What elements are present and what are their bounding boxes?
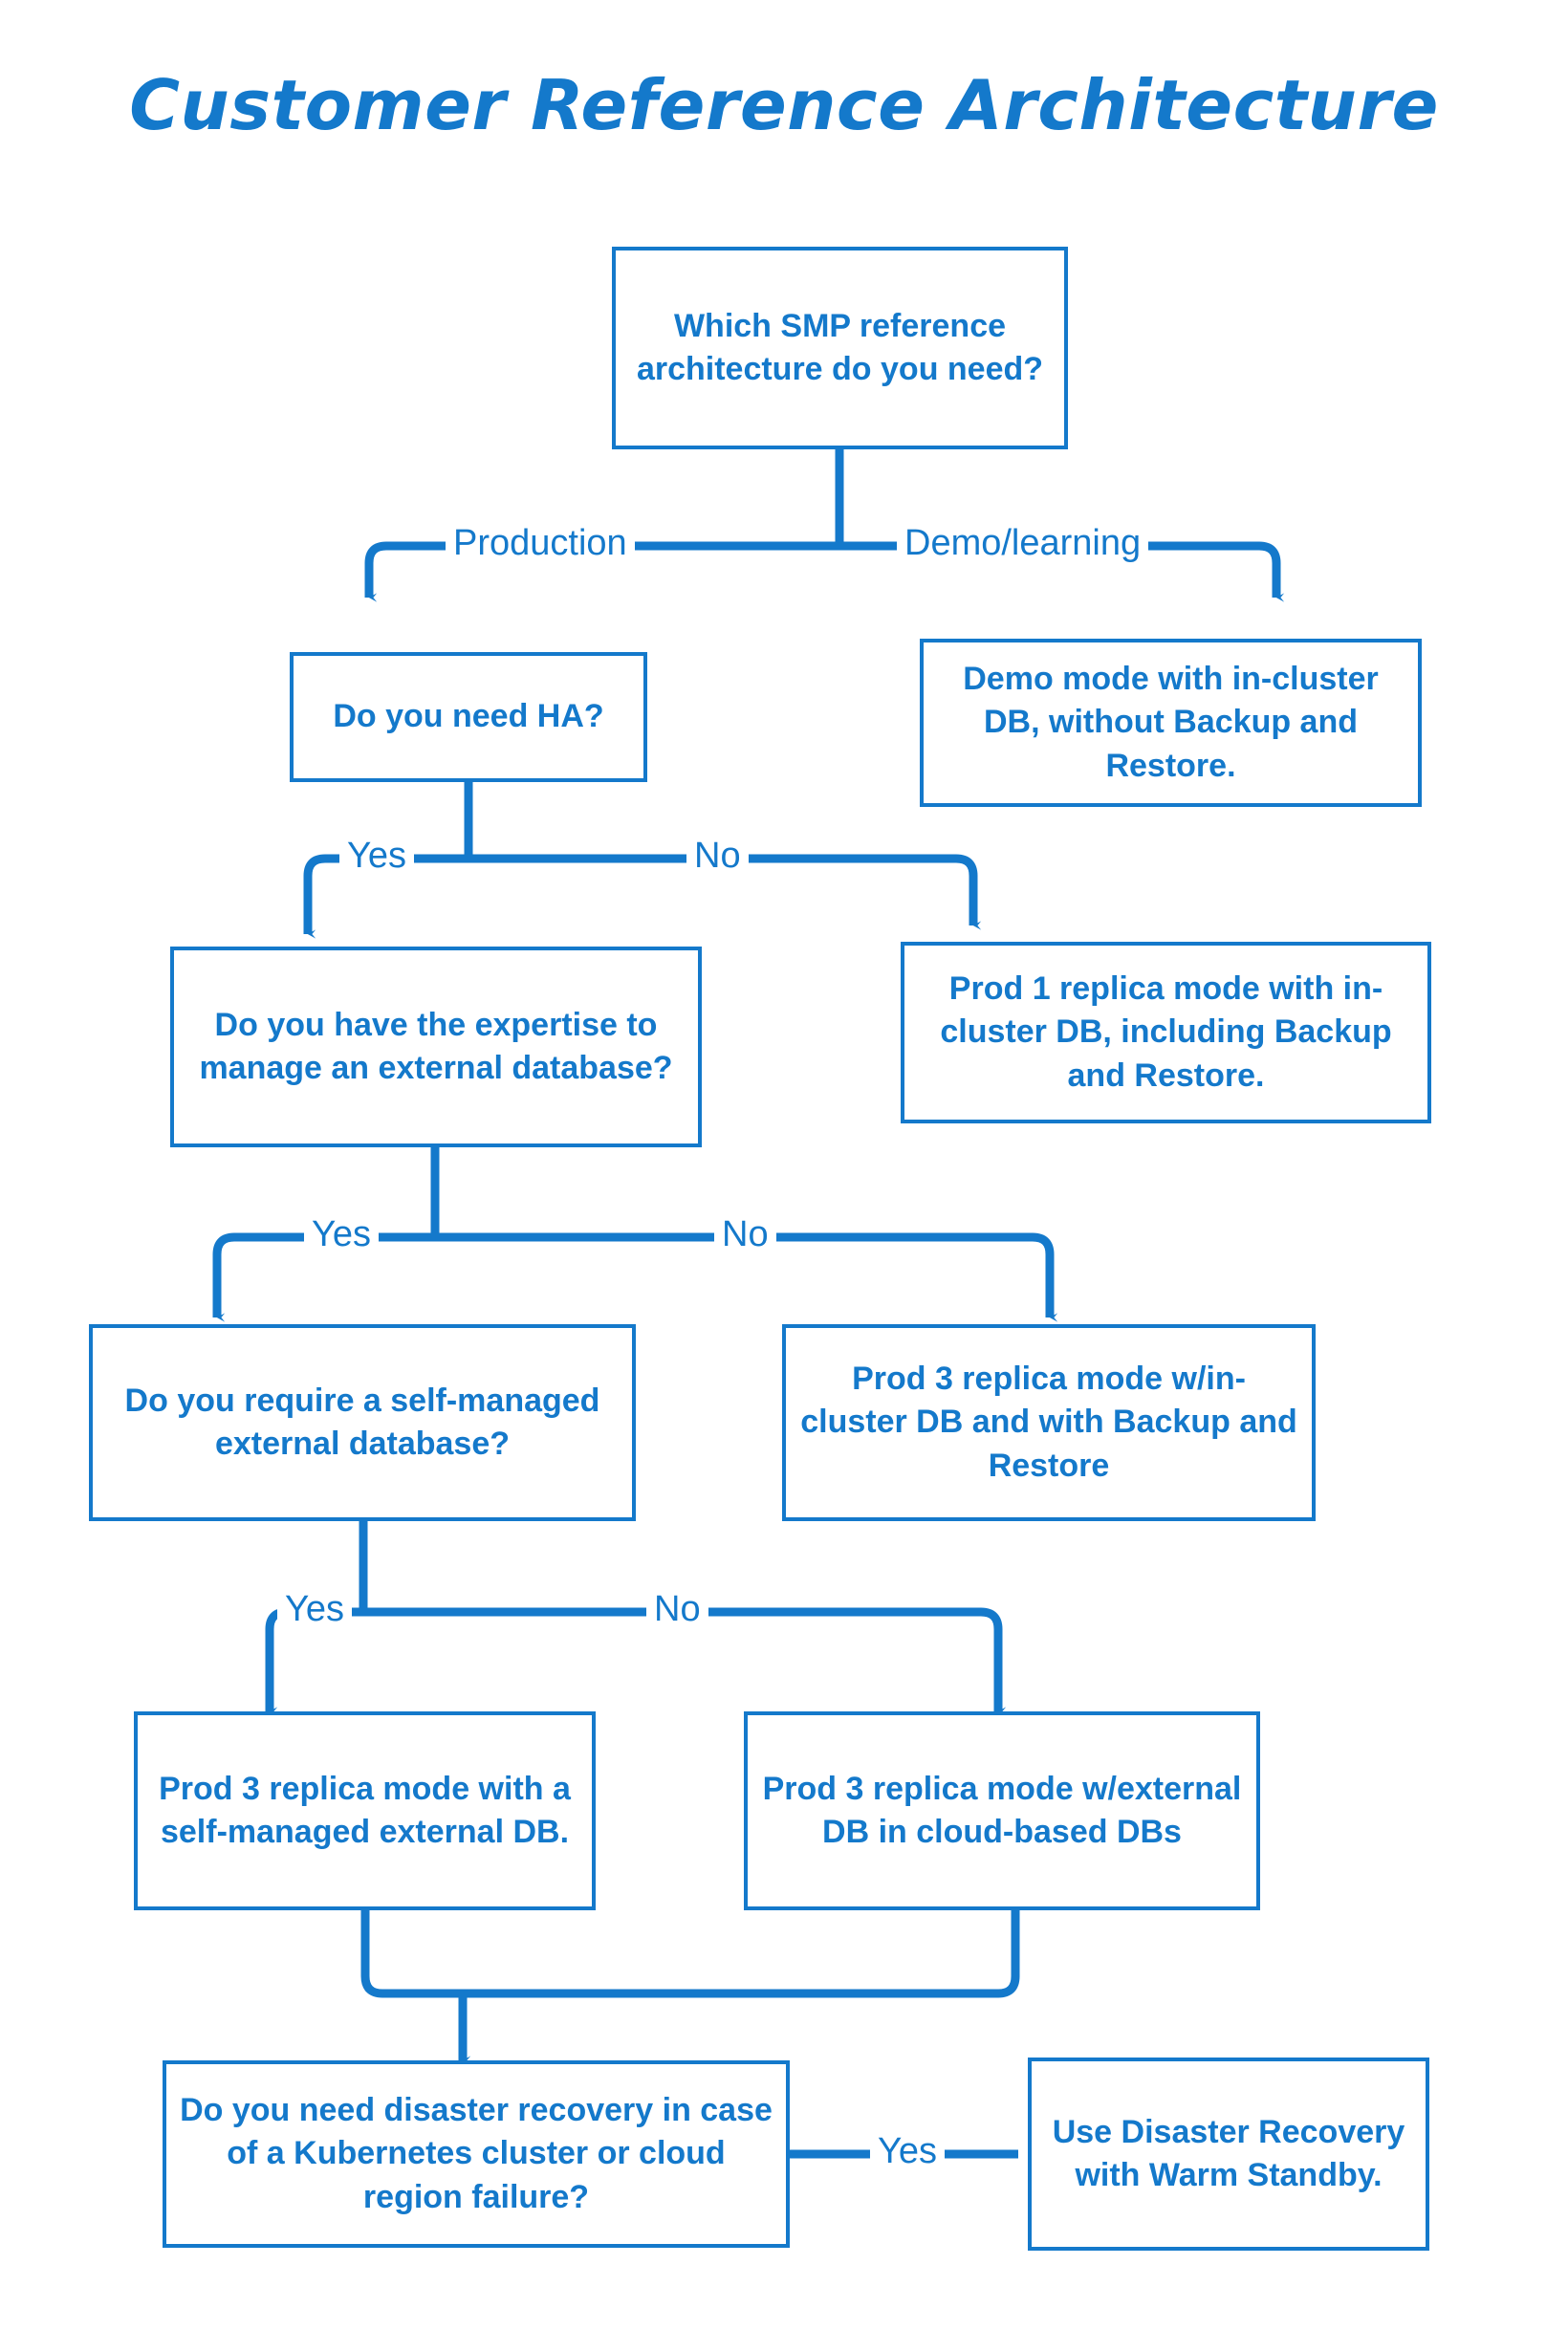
node-prod3-cloud-result-label: Prod 3 replica mode w/external DB in clo… — [762, 1770, 1242, 1850]
node-prod3-cloud-result[interactable]: Prod 3 replica mode w/external DB in clo… — [744, 1711, 1260, 1910]
node-dr-result[interactable]: Use Disaster Recovery with Warm Standby. — [1028, 2058, 1429, 2251]
edge-label-ha-no: No — [686, 838, 749, 874]
node-ha-question[interactable]: Do you need HA? — [290, 652, 647, 782]
edge-label-selfmanaged-no: No — [646, 1591, 708, 1627]
node-expertise-question-label: Do you have the expertise to manage an e… — [199, 1006, 673, 1086]
node-prod1-result-label: Prod 1 replica mode with in-cluster DB, … — [940, 970, 1392, 1094]
node-demo-result[interactable]: Demo mode with in-cluster DB, without Ba… — [920, 639, 1422, 807]
node-selfmanaged-question[interactable]: Do you require a self-managed external d… — [89, 1324, 636, 1521]
node-expertise-question[interactable]: Do you have the expertise to manage an e… — [170, 947, 702, 1147]
node-prod3-incluster-result-label: Prod 3 replica mode w/in-cluster DB and … — [800, 1361, 1297, 1484]
connector-expertise-yes — [212, 1232, 435, 1322]
node-ha-question-label: Do you need HA? — [333, 698, 604, 735]
connector-ha-no — [468, 854, 982, 930]
node-root-question-label: Which SMP reference architecture do you … — [636, 307, 1044, 387]
node-dr-question-label: Do you need disaster recovery in case of… — [180, 2092, 773, 2215]
connector-expertise-no — [435, 1232, 1058, 1322]
node-prod3-selfmanaged-result[interactable]: Prod 3 replica mode with a self-managed … — [134, 1711, 596, 1910]
edge-label-selfmanaged-yes: Yes — [277, 1591, 352, 1627]
page-title: Customer Reference Architecture — [129, 65, 1439, 145]
edge-label-demo-learning: Demo/learning — [897, 525, 1149, 561]
edge-label-expertise-yes: Yes — [304, 1216, 379, 1252]
node-prod3-selfmanaged-result-label: Prod 3 replica mode with a self-managed … — [159, 1770, 571, 1850]
connector-production — [364, 541, 839, 602]
node-dr-question[interactable]: Do you need disaster recovery in case of… — [163, 2060, 790, 2248]
connector-selfmanaged-no — [363, 1607, 1007, 1716]
node-prod1-result[interactable]: Prod 1 replica mode with in-cluster DB, … — [901, 942, 1431, 1123]
edge-label-ha-yes: Yes — [339, 838, 414, 874]
edge-label-dr-yes: Yes — [870, 2133, 945, 2169]
node-selfmanaged-question-label: Do you require a self-managed external d… — [124, 1382, 600, 1462]
connector-merge-bottom — [360, 1910, 1020, 1998]
node-dr-result-label: Use Disaster Recovery with Warm Standby. — [1052, 2113, 1405, 2193]
edge-label-expertise-no: No — [714, 1216, 776, 1252]
connector-demo-learning — [839, 541, 1285, 602]
node-root-question[interactable]: Which SMP reference architecture do you … — [612, 247, 1068, 449]
node-demo-result-label: Demo mode with in-cluster DB, without Ba… — [963, 661, 1379, 784]
edge-label-production: Production — [446, 525, 635, 561]
node-prod3-incluster-result[interactable]: Prod 3 replica mode w/in-cluster DB and … — [782, 1324, 1316, 1521]
connector-ha-yes — [303, 854, 468, 939]
